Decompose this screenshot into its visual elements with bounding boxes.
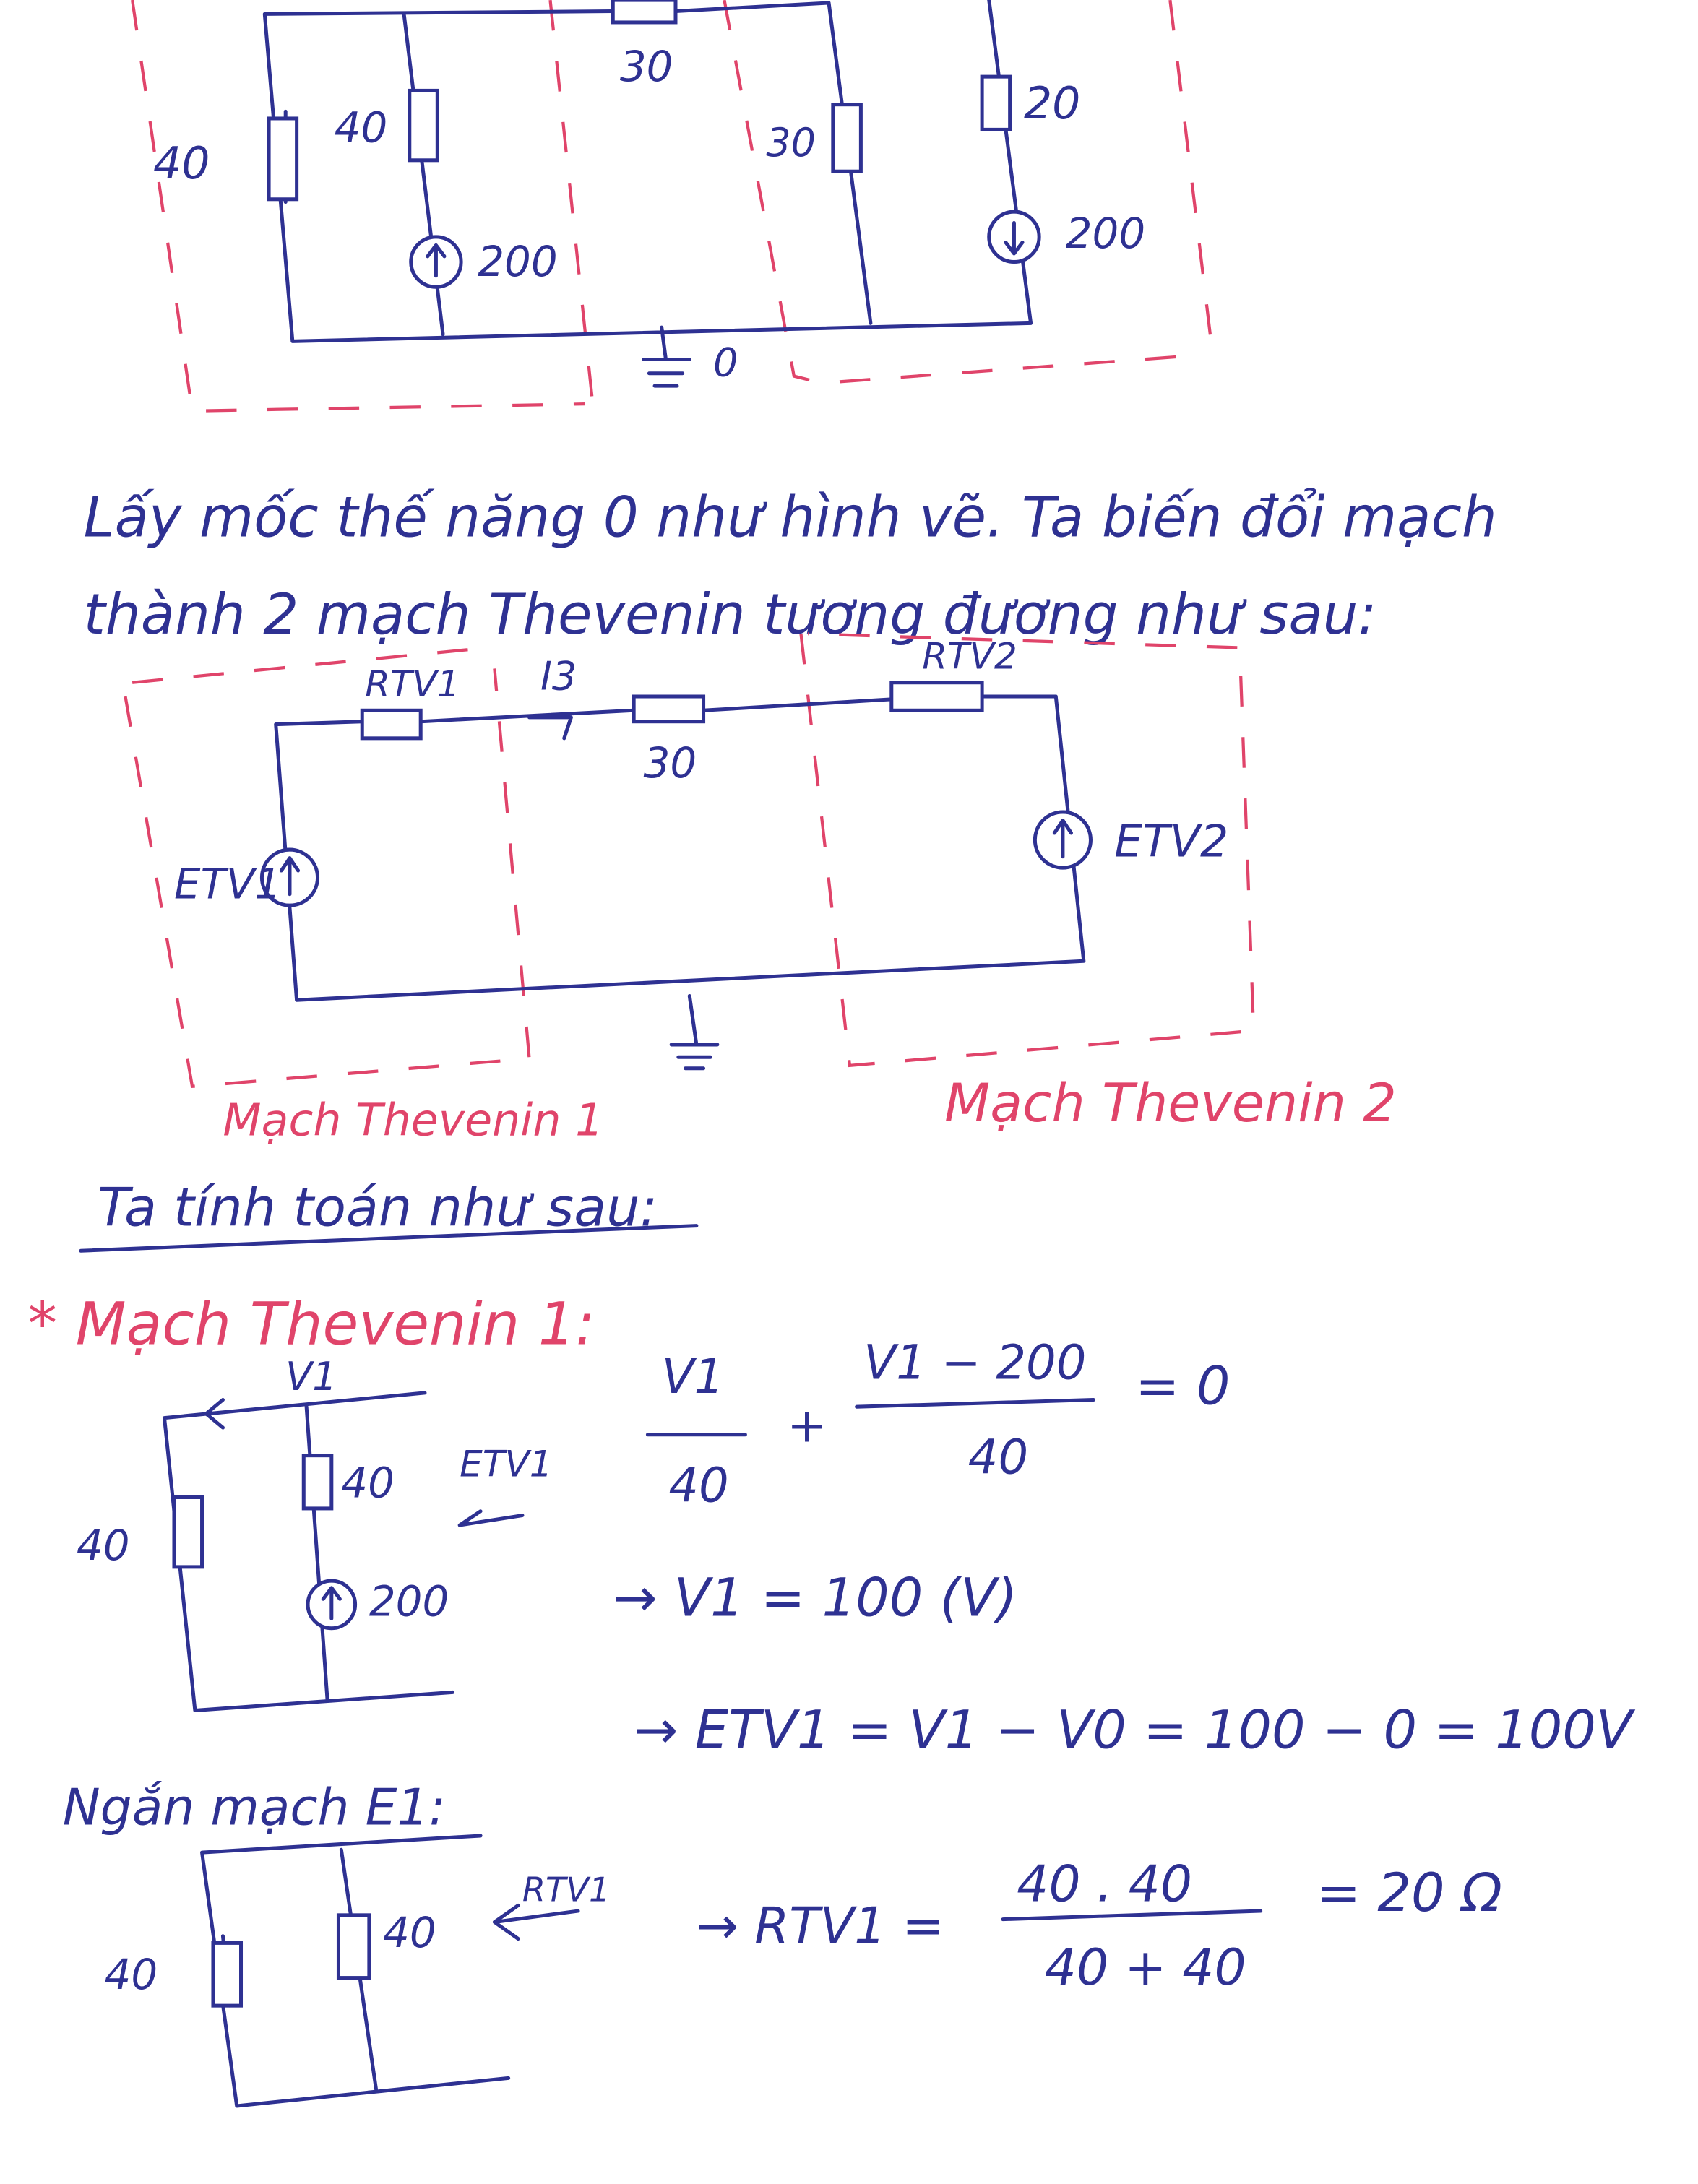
svg-text:40 + 40: 40 + 40	[1045, 1939, 1246, 1997]
label-thevenin-1: Mạch Thevenin 1	[223, 1094, 603, 1146]
section2-title: Ngắn mạch E1:	[63, 1779, 446, 1837]
label-thevenin-2: Mạch Thevenin 2	[944, 1073, 1397, 1134]
ground-icon	[642, 357, 691, 388]
label-etv2: ETV2	[1114, 816, 1228, 868]
label-r-right: 40	[341, 1458, 395, 1507]
svg-text:V1 − 200: V1 − 200	[863, 1336, 1086, 1391]
label-r-left: 40	[105, 1950, 158, 1999]
label-rtv2: RTV2	[922, 634, 1017, 677]
label-r3: 30	[766, 120, 816, 165]
label-r4: 20	[1024, 77, 1080, 129]
calc-heading: Ta tính toán như sau:	[98, 1178, 658, 1239]
ground-icon	[669, 1043, 720, 1071]
svg-text:40: 40	[968, 1430, 1028, 1485]
svg-text:= 0: = 0	[1135, 1355, 1230, 1417]
equation-4: → RTV1 = 40 . 40 40 + 40 = 20 Ω	[697, 1856, 1502, 1998]
label-etv1: ETV1	[174, 860, 281, 909]
label-r2: 40	[335, 103, 388, 152]
resistor-rtv1	[360, 708, 423, 741]
resistor-rtv2	[889, 681, 984, 712]
label-rtv1: RTV1	[522, 1870, 610, 1909]
svg-text:+: +	[787, 1398, 827, 1453]
svg-text:40: 40	[668, 1458, 728, 1513]
svg-text:→ RTV1 =: → RTV1 =	[697, 1897, 944, 1955]
label-src: 200	[369, 1576, 449, 1626]
resistor-40-left	[267, 116, 299, 202]
svg-text:V1: V1	[662, 1350, 725, 1404]
label-ground: 0	[713, 340, 738, 386]
paragraph-line2: thành 2 mạch Thevenin tương đương như sa…	[84, 582, 1377, 647]
equation-3: → ETV1 = V1 − V0 = 100 − 0 = 100V	[634, 1699, 1636, 1761]
resistor-30-right	[831, 103, 863, 173]
label-30: 30	[644, 738, 697, 787]
short-circuit-subcircuit: 40 40 RTV1	[105, 1834, 610, 2108]
label-rtv1: RTV1	[365, 662, 460, 705]
thevenin-circuit: RTV1 I3 30 RTV2 ETV1 ETV2 Mạch Thevenin …	[124, 632, 1397, 1146]
underline	[79, 1224, 699, 1253]
resistor-40-right	[336, 1913, 371, 1980]
label-r1: 40	[153, 137, 210, 189]
paragraph-line1: Lấy mốc thế năng 0 như hình vẽ. Ta biến …	[84, 485, 1497, 550]
resistor-40-right	[301, 1454, 334, 1511]
equation-1: V1 40 + V1 − 200 40 = 0	[645, 1336, 1230, 1513]
svg-text:= 20 Ω: = 20 Ω	[1316, 1863, 1502, 1924]
label-src1: 200	[478, 237, 557, 286]
resistor-30	[632, 694, 706, 724]
svg-text:40 . 40: 40 . 40	[1017, 1856, 1192, 1914]
thevenin1-subcircuit: V1 40 40 ETV1 200	[77, 1354, 553, 1712]
label-v1: V1	[285, 1354, 337, 1399]
label-rmid: 30	[620, 42, 673, 91]
section1-title: * Mạch Thevenin 1:	[28, 1290, 595, 1358]
resistor-20	[980, 74, 1012, 131]
label-r-right: 40	[383, 1908, 436, 1957]
label-src2: 200	[1066, 209, 1145, 258]
resistor-40-left	[211, 1941, 244, 2008]
label-etv1: ETV1	[460, 1443, 552, 1485]
equation-2: → V1 = 100 (V)	[613, 1567, 1017, 1628]
resistor-40-middle	[408, 88, 439, 163]
resistor-40-left	[172, 1495, 204, 1569]
label-r-left: 40	[77, 1521, 130, 1570]
label-i3: I3	[540, 653, 577, 699]
resistor-30-top	[611, 0, 678, 25]
top-circuit: 40 40 30 30 20 200 200 0	[131, 0, 1214, 413]
